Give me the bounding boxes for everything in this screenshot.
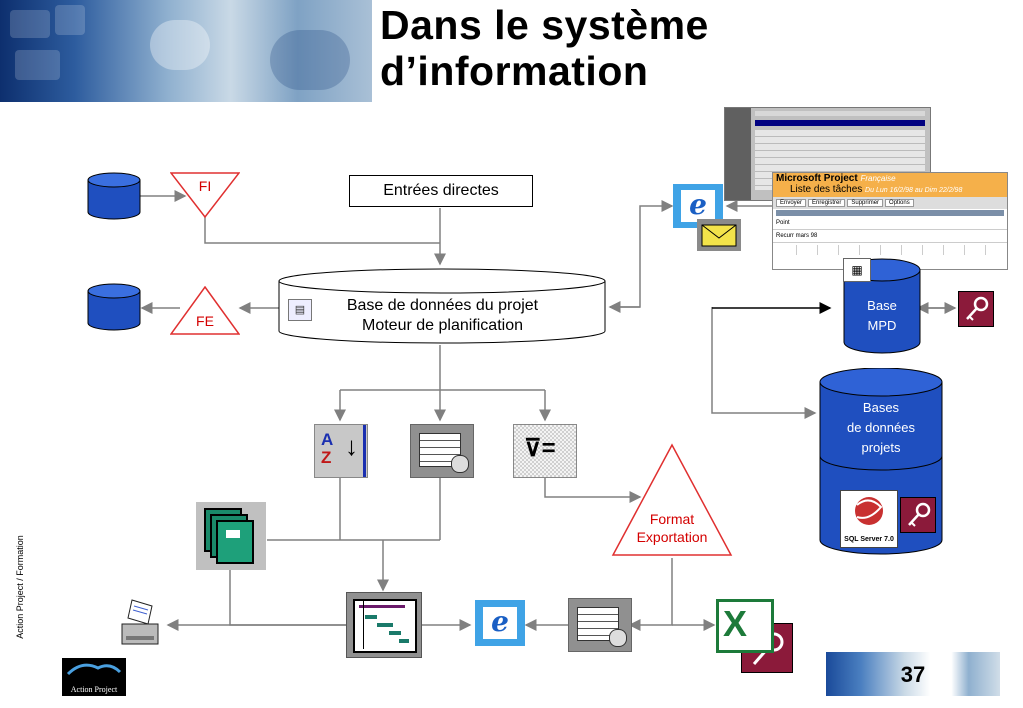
fe-label: FE [196, 313, 214, 329]
page-number: 37 [900, 662, 926, 687]
access-key-icon-projets [900, 497, 936, 533]
format-line1: Format [649, 511, 695, 527]
excel-icon: X [716, 599, 774, 653]
main-database-label: Base de données du projet Moteur de plan… [325, 296, 560, 336]
line-cards-to-print [229, 570, 350, 626]
sort-az-icon: A Z ↓ [314, 424, 368, 478]
main-db-line2: Moteur de planification [362, 317, 523, 334]
mail-icon [697, 219, 741, 251]
table-view-icon-bottom [568, 598, 632, 652]
task-list-screenshot: Microsoft Project Française Liste des tâ… [772, 172, 1008, 270]
screenshot-row-1: Point [773, 217, 1007, 230]
bases-line2: de données [847, 420, 915, 435]
access-key-icon [958, 291, 994, 327]
side-footer-text: Action Project / Formation [15, 535, 25, 639]
line-fi-to-main [204, 215, 440, 244]
footer-page-banner [826, 652, 1000, 696]
screenshot-row-2: Recurr mars 98 [773, 230, 1007, 243]
screenshot-tabs: Envoyer Enregistrer Supprimer Options [773, 197, 1007, 209]
main-db-line1: Base de données du projet [346, 297, 539, 314]
arrow-base-to-ie [610, 200, 674, 308]
base-mpd-label: Base MPD [842, 296, 922, 336]
table-view-icon [410, 424, 474, 478]
screenshot-tab-enregistrer: Enregistrer [808, 199, 846, 207]
bases-projets-label: Bases de données projets [818, 398, 944, 458]
screenshot-list-range: Du Lun 16/2/98 au Dim 22/2/98 [865, 187, 963, 194]
bases-line1: Bases [862, 400, 900, 415]
fi-triangle [170, 172, 240, 218]
screenshot-tab-supprimer: Supprimer [847, 199, 884, 207]
gantt-chart-icon [346, 592, 422, 658]
side-footer: Action Project / Formation [0, 520, 40, 660]
arrow-filter-to-format [544, 478, 642, 503]
database-cylinder-bottom [87, 283, 141, 331]
entrees-directes-box: Entrées directes [349, 175, 533, 207]
fi-label: FI [198, 178, 212, 194]
format-exportation-label: Format Exportation [611, 510, 733, 546]
main-database-cylinder [278, 268, 606, 344]
sql-server-icon: SQL Server 7.0 [840, 490, 898, 548]
mpd-file-icon: ▦ [843, 258, 871, 282]
screenshot-list-title: Liste des tâches [790, 184, 863, 195]
slide-title: Dans le système d’information [380, 2, 709, 94]
ie-glyph: e [689, 188, 707, 221]
fe-triangle [170, 286, 240, 335]
logo-text: Action Project [70, 685, 118, 694]
printer-icon [118, 598, 162, 648]
internet-explorer-icon-bottom: e [475, 600, 525, 646]
arrow-format-to-table [628, 558, 673, 631]
base-mpd-line1: Base [867, 298, 897, 313]
format-line2: Exportation [636, 529, 708, 545]
bases-line3: projets [861, 440, 901, 455]
base-mpd-line2: MPD [867, 318, 897, 333]
sql-server-label: SQL Server 7.0 [844, 536, 894, 543]
header-banner-image [0, 0, 372, 102]
arrow-to-bases-projets [711, 307, 817, 419]
screenshot-tab-options: Options [885, 199, 914, 207]
database-cylinder-top [87, 172, 141, 220]
screenshot-tab-envoyer: Envoyer [776, 199, 807, 207]
format-exportation-triangle [611, 443, 733, 556]
forms-cards-icon [196, 502, 266, 570]
project-file-icon: ▤ [288, 299, 312, 321]
screenshot-header-sub: Française [860, 174, 896, 183]
title-line-1: Dans le système [380, 2, 709, 48]
action-project-logo: Action Project [62, 658, 126, 696]
title-line-2: d’information [380, 48, 649, 94]
ie-glyph-bottom: e [491, 605, 509, 638]
screenshot-header-title: Microsoft Project [776, 173, 858, 184]
filter-icon: ⊽= [513, 424, 577, 478]
